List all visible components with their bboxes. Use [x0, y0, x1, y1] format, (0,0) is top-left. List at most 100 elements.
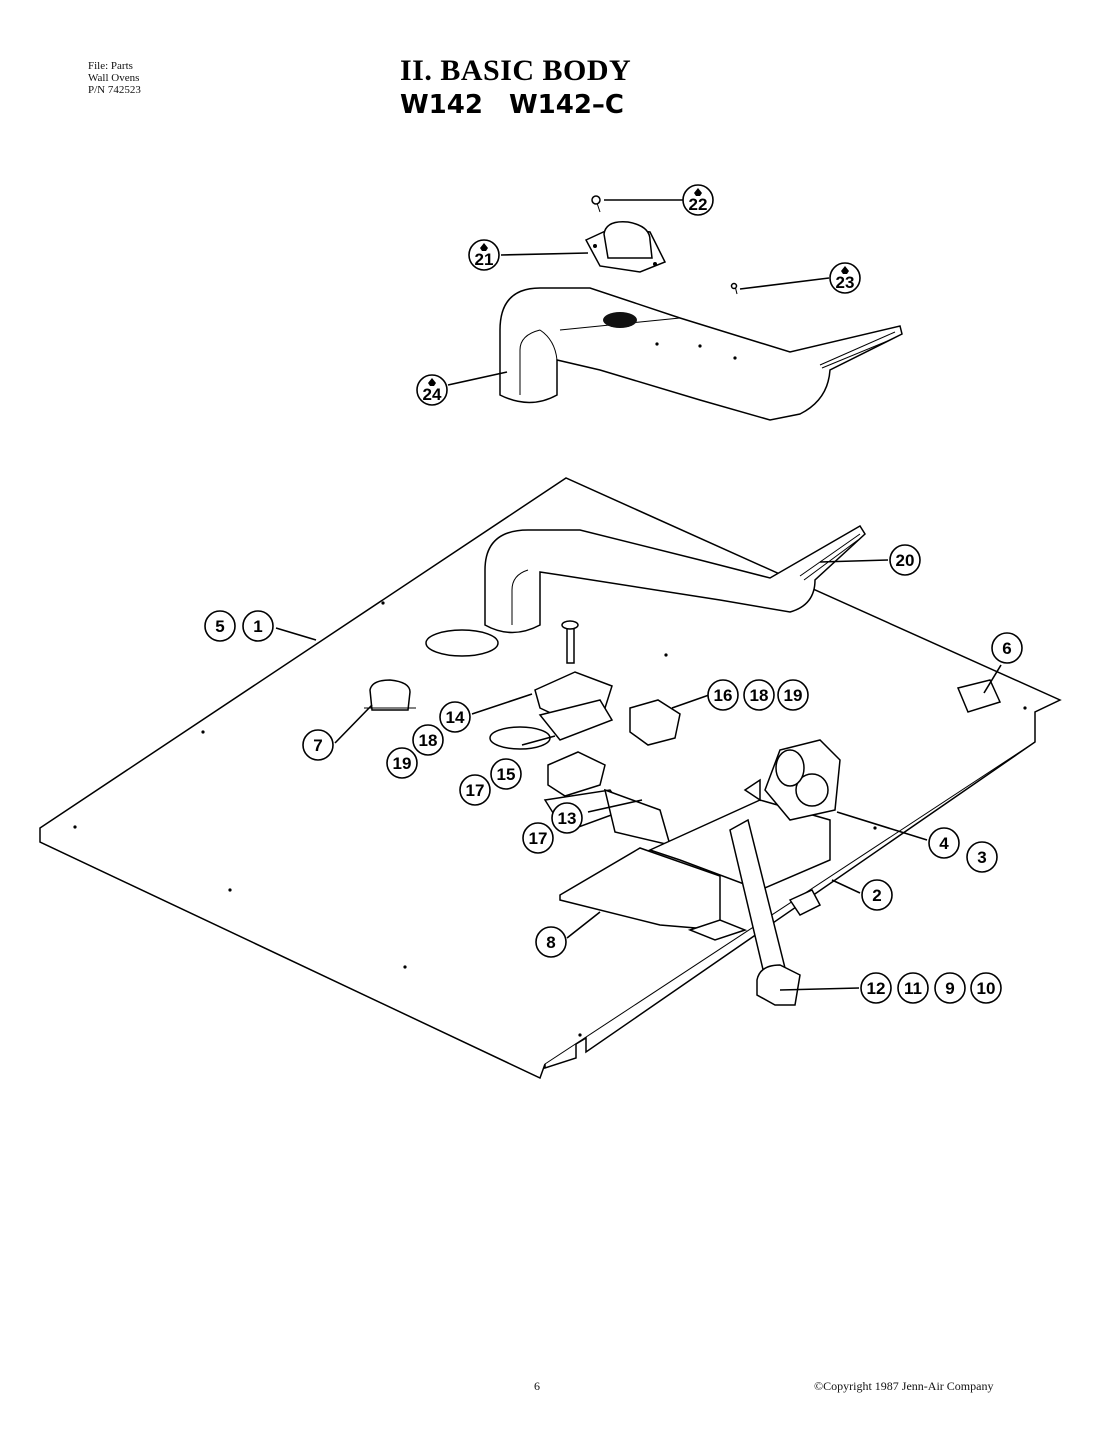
callout-circle	[551, 802, 583, 834]
callout-circle	[416, 374, 448, 406]
callout-9: 9	[934, 972, 966, 1004]
callout-22: 22	[682, 184, 714, 216]
callout-21: 21	[468, 239, 500, 271]
callout-label: 18	[419, 731, 438, 750]
callout-5: 5	[204, 610, 236, 642]
callout-label: 6	[1002, 639, 1011, 658]
callout-circle	[966, 841, 998, 873]
callout-19: 19	[777, 679, 809, 711]
thermostat-drawing	[584, 195, 738, 295]
callout-circle	[861, 879, 893, 911]
callout-label: 19	[784, 686, 803, 705]
callout-label: 24	[423, 385, 442, 404]
model-numbers: W142 W142–C	[400, 90, 720, 120]
callout-6: 6	[991, 632, 1023, 664]
callout-7: 7	[302, 729, 334, 761]
callout-label: 17	[466, 781, 485, 800]
model-number: W142–C	[508, 90, 624, 120]
switch-7-drawing	[364, 679, 416, 711]
callout-label: 7	[313, 736, 322, 755]
callout-label: 13	[558, 809, 577, 828]
callout-12: 12	[860, 972, 892, 1004]
terminal-block-drawing	[956, 679, 1002, 713]
screw-drawing	[561, 620, 579, 664]
switch-14-drawing	[534, 671, 614, 741]
callout-label: 12	[867, 979, 886, 998]
callout-label: 3	[977, 848, 986, 867]
callout-15: 15	[490, 758, 522, 790]
callout-label: 15	[497, 765, 516, 784]
callout-label: 8	[546, 933, 555, 952]
callout-19: 19	[386, 747, 418, 779]
callout-2: 2	[861, 879, 893, 911]
callout-circle	[934, 972, 966, 1004]
callout-label: 2	[872, 886, 881, 905]
callout-8: 8	[535, 926, 567, 958]
file-info-line: File: Parts	[88, 60, 133, 72]
service-mark-icon	[428, 378, 436, 386]
callout-17: 17	[459, 774, 491, 806]
callout-circle	[860, 972, 892, 1004]
callout-circle	[889, 544, 921, 576]
callout-circle	[991, 632, 1023, 664]
service-mark-icon	[841, 266, 849, 274]
model-number: W142	[400, 90, 483, 120]
service-mark-icon	[694, 188, 702, 196]
callout-circle	[777, 679, 809, 711]
callout-13: 13	[551, 802, 583, 834]
page-title: II. BASIC BODY	[400, 54, 632, 87]
callout-18: 18	[743, 679, 775, 711]
callout-label: 23	[836, 273, 855, 292]
callout-circle	[459, 774, 491, 806]
callout-circle	[707, 679, 739, 711]
callout-label: 22	[689, 195, 708, 214]
callout-circle	[522, 822, 554, 854]
callout-label: 14	[446, 708, 465, 727]
callout-circle	[302, 729, 334, 761]
callout-circle	[535, 926, 567, 958]
callout-label: 4	[939, 834, 949, 853]
callout-label: 9	[945, 979, 954, 998]
callout-circle	[386, 747, 418, 779]
upper-duct-drawing	[499, 287, 903, 421]
switch-16-drawing	[629, 699, 681, 746]
callout-circle	[439, 701, 471, 733]
callout-1: 1	[242, 610, 274, 642]
callout-circle	[412, 724, 444, 756]
callout-circle	[829, 262, 861, 294]
leader-lines	[275, 199, 1002, 991]
callout-label: 18	[750, 686, 769, 705]
callout-circle	[682, 184, 714, 216]
callout-circle	[468, 239, 500, 271]
lower-duct-drawing	[484, 524, 866, 634]
callout-circle	[970, 972, 1002, 1004]
callout-label: 17	[529, 829, 548, 848]
copyright-notice: ©Copyright 1987 Jenn-Air Company	[814, 1379, 994, 1393]
page-number: 6	[534, 1379, 540, 1393]
file-info: File: Parts Wall Ovens P/N 742523	[88, 60, 141, 96]
callout-label: 1	[253, 617, 262, 636]
callout-3: 3	[966, 841, 998, 873]
callout-circle	[928, 827, 960, 859]
callout-label: 21	[475, 250, 494, 269]
callout-circle	[242, 610, 274, 642]
file-info-line: Wall Ovens	[88, 72, 140, 84]
callout-11: 11	[897, 972, 929, 1004]
callout-label: 5	[215, 617, 224, 636]
callout-24: 24	[416, 374, 448, 406]
callout-label: 19	[393, 754, 412, 773]
callout-label: 11	[904, 979, 922, 998]
callout-18: 18	[412, 724, 444, 756]
callout-circle	[897, 972, 929, 1004]
file-info-line: P/N 742523	[88, 84, 141, 96]
callout-14: 14	[439, 701, 471, 733]
callout-4: 4	[928, 827, 960, 859]
callout-label: 10	[977, 979, 996, 998]
callout-label: 16	[714, 686, 733, 705]
service-mark-icon	[480, 243, 488, 251]
callout-16: 16	[707, 679, 739, 711]
callout-circle	[204, 610, 236, 642]
